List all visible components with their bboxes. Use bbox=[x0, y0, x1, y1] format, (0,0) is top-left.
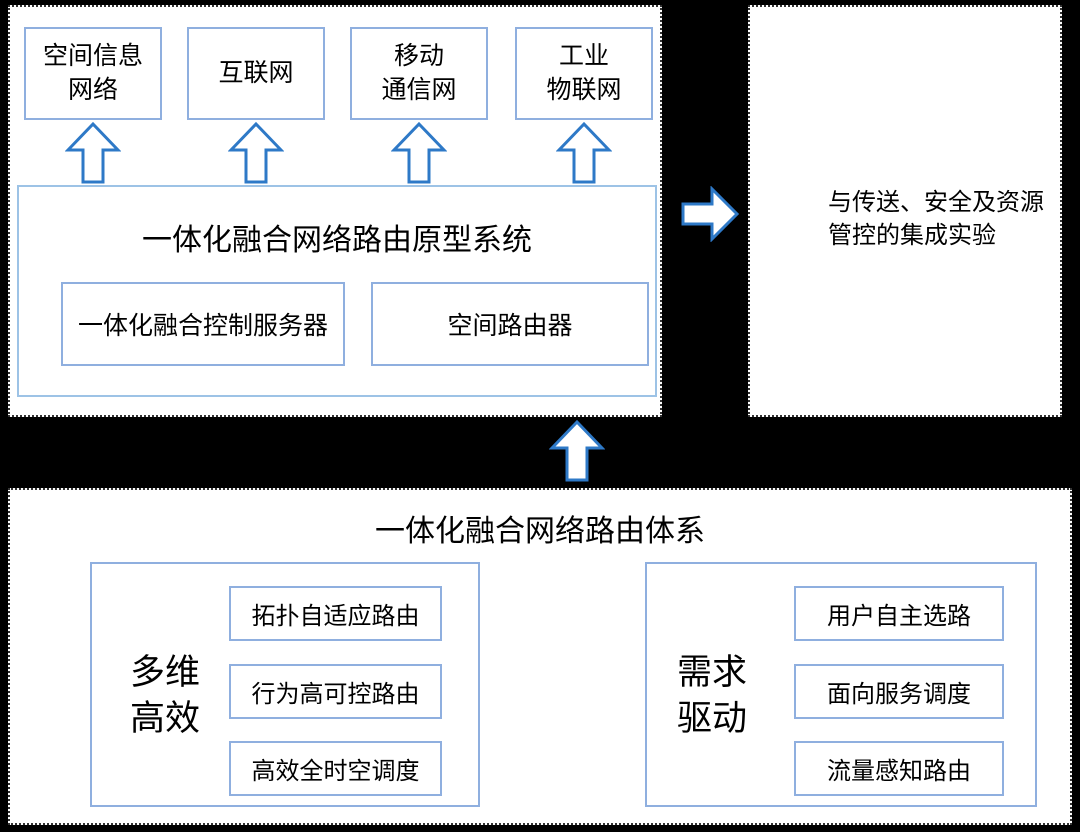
component-box-space-router: 空间路由器 bbox=[371, 282, 649, 366]
group-label-line: 多维 bbox=[130, 653, 201, 692]
prototype-system-box: 一体化融合网络路由原型系统 一体化融合控制服务器 空间路由器 bbox=[17, 185, 657, 397]
network-box-industrial-iot: 工业 物联网 bbox=[515, 27, 653, 120]
right-arrow-icon bbox=[681, 186, 740, 242]
item-box-behavior-controllable-routing: 行为高可控路由 bbox=[229, 664, 442, 719]
network-label-line: 互联网 bbox=[218, 59, 294, 87]
up-arrow-icon bbox=[65, 121, 121, 184]
integration-experiment-text: 与传送、安全及资源 管控的集成实验 bbox=[828, 187, 1044, 253]
network-box-internet: 互联网 bbox=[187, 27, 325, 120]
network-box-mobile: 移动 通信网 bbox=[350, 27, 488, 120]
item-label: 面向服务调度 bbox=[827, 682, 971, 708]
group-label-line: 高效 bbox=[130, 699, 201, 738]
prototype-system-panel: 空间信息 网络 互联网 移动 通信网 工业 物联网 一体化融合网络路由原型系统 bbox=[8, 5, 662, 417]
item-label: 拓扑自适应路由 bbox=[251, 604, 420, 630]
group-box-demand-driven: 需求 驱动 用户自主选路 面向服务调度 流量感知路由 bbox=[645, 562, 1037, 807]
network-label-line: 网络 bbox=[67, 76, 118, 104]
network-label-line: 物联网 bbox=[546, 76, 622, 104]
up-arrow-icon bbox=[228, 121, 284, 184]
network-label-line: 工业 bbox=[558, 42, 609, 70]
item-label: 高效全时空调度 bbox=[251, 759, 420, 785]
group-box-multidim-efficient: 多维 高效 拓扑自适应路由 行为高可控路由 高效全时空调度 bbox=[90, 562, 480, 807]
up-arrow-icon bbox=[556, 121, 612, 184]
group-label-multidim-efficient: 多维 高效 bbox=[130, 650, 200, 742]
component-label: 空间路由器 bbox=[447, 313, 573, 340]
item-label: 用户自主选路 bbox=[827, 604, 971, 630]
routing-architecture-title: 一体化融合网络路由体系 bbox=[375, 515, 705, 548]
item-label: 行为高可控路由 bbox=[251, 682, 420, 708]
item-box-topology-adaptive-routing: 拓扑自适应路由 bbox=[229, 586, 442, 641]
group-label-line: 驱动 bbox=[677, 699, 748, 738]
group-label-line: 需求 bbox=[677, 653, 748, 692]
integration-experiment-panel: 与传送、安全及资源 管控的集成实验 bbox=[748, 5, 1062, 417]
item-box-service-oriented-scheduling: 面向服务调度 bbox=[794, 664, 1004, 719]
network-box-space-info: 空间信息 网络 bbox=[24, 27, 162, 120]
routing-architecture-panel: 一体化融合网络路由体系 多维 高效 拓扑自适应路由 行为高可控路由 高效全时空调… bbox=[8, 488, 1072, 825]
component-box-control-server: 一体化融合控制服务器 bbox=[61, 282, 345, 366]
item-box-traffic-aware-routing: 流量感知路由 bbox=[794, 741, 1004, 796]
integration-text-line: 管控的集成实验 bbox=[828, 223, 996, 249]
network-label-line: 通信网 bbox=[381, 76, 457, 104]
integration-text-line: 与传送、安全及资源 bbox=[828, 190, 1044, 216]
up-arrow-icon bbox=[391, 121, 447, 184]
network-label-line: 移动 bbox=[393, 42, 444, 70]
item-label: 流量感知路由 bbox=[827, 759, 971, 785]
prototype-system-title: 一体化融合网络路由原型系统 bbox=[142, 224, 532, 257]
component-label: 一体化融合控制服务器 bbox=[77, 313, 328, 340]
item-box-efficient-spacetime-scheduling: 高效全时空调度 bbox=[229, 741, 442, 796]
up-arrow-icon bbox=[549, 419, 605, 482]
group-label-demand-driven: 需求 驱动 bbox=[677, 650, 747, 742]
network-label-line: 空间信息 bbox=[42, 42, 143, 70]
item-box-user-selected-routing: 用户自主选路 bbox=[794, 586, 1004, 641]
